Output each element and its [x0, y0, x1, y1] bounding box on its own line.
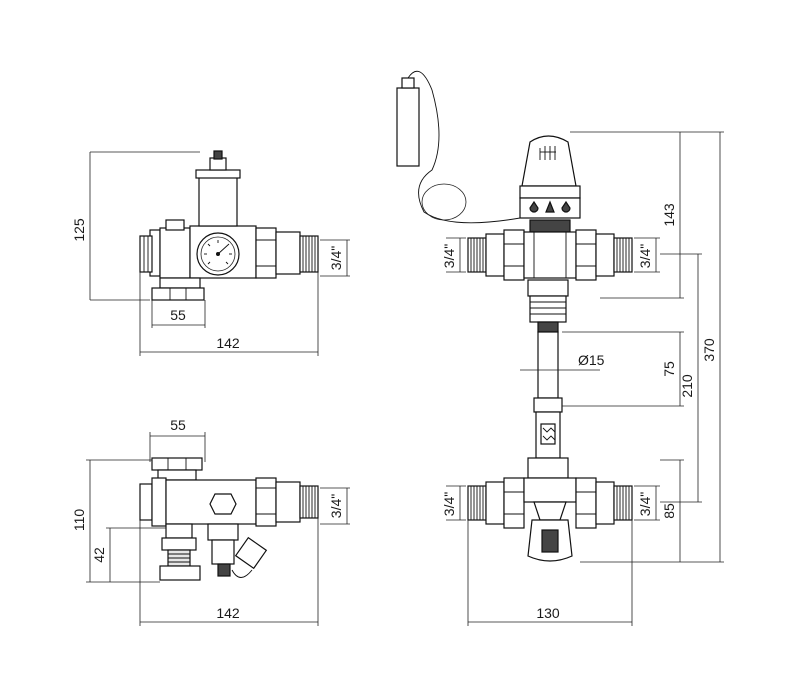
dim-110: 110	[71, 509, 87, 532]
thermostat-head-icon	[521, 135, 577, 187]
air-vent-cap	[195, 169, 241, 179]
tap-cap-icon	[234, 536, 268, 570]
capillary-coil	[421, 183, 467, 221]
dim-thread-top-left: 3/4"	[328, 246, 344, 270]
left-nut-b	[139, 483, 153, 521]
capillary-tube	[407, 70, 521, 224]
thermostat-nut	[529, 219, 571, 233]
bottom-valve-body	[523, 477, 577, 503]
dim-42: 42	[91, 547, 107, 563]
hex-plug-icon	[209, 493, 237, 515]
pipe-d15	[537, 331, 559, 399]
right-coupling-b	[275, 481, 301, 523]
dim-thread-bottom-left-r: 3/4"	[441, 492, 457, 516]
tap-neck	[207, 523, 239, 541]
dim-130: 130	[536, 605, 560, 621]
dim-55-top: 55	[170, 307, 186, 323]
dim-thread-top-left-r: 3/4"	[441, 244, 457, 268]
bottom-left-coupling	[485, 481, 505, 525]
tap-body	[211, 539, 235, 565]
hot-drop-icon	[561, 200, 571, 213]
right-nut	[255, 227, 277, 279]
tap-outlet	[217, 563, 231, 577]
column-thread	[537, 321, 559, 333]
left-cap-b	[151, 477, 167, 527]
dim-143: 143	[661, 203, 677, 227]
sensor-probe	[396, 87, 420, 167]
top-left-nut	[503, 229, 525, 281]
right-coupling	[275, 231, 301, 275]
bottom-left-view: 55 110 42 142 3/4"	[71, 417, 350, 626]
thermostat-ring	[519, 185, 581, 199]
bottom-right-nut	[575, 477, 597, 529]
air-vent-knob	[213, 150, 223, 160]
flow-window-icon	[540, 423, 556, 445]
cold-drop-icon	[529, 200, 539, 213]
top-left-coupling	[485, 233, 505, 277]
cap-chain	[231, 569, 253, 578]
bottom-nut	[151, 287, 205, 301]
dim-75: 75	[661, 361, 677, 377]
bottom-right-coupling	[595, 481, 615, 525]
right-view: 3/4" 3/4" 3/4" 3/4" Ø15 143 75 210	[396, 70, 724, 626]
valve-top	[165, 219, 185, 231]
drain-outlet	[159, 565, 201, 581]
dim-thread-top-right-r: 3/4"	[637, 244, 653, 268]
dim-thread-bottom-left: 3/4"	[328, 494, 344, 518]
dim-210: 210	[679, 374, 695, 398]
left-nut	[139, 235, 153, 273]
bypass-handle-grip	[541, 529, 559, 553]
bottom-left-nut	[503, 477, 525, 529]
dim-125: 125	[71, 218, 87, 242]
sensor-tip	[401, 77, 415, 89]
bottom-neck	[159, 277, 201, 289]
column-nut-1	[527, 279, 569, 297]
top-right-nut	[575, 229, 597, 281]
column-nut-2	[533, 397, 563, 413]
top-left-view: 125 55 142 3/4"	[71, 150, 350, 356]
bypass-neck	[533, 501, 567, 521]
air-vent-top	[209, 157, 227, 171]
dim-thread-bottom-right-r: 3/4"	[637, 492, 653, 516]
dim-55-bottom: 55	[170, 417, 186, 433]
valve-body	[159, 227, 191, 279]
dim-142-bottom: 142	[216, 605, 240, 621]
manifold-body	[165, 479, 257, 525]
right-nut-b	[255, 477, 277, 527]
top-nut	[151, 457, 203, 471]
air-vent-body	[198, 175, 238, 227]
dim-370: 370	[701, 338, 717, 362]
top-right-coupling	[595, 233, 615, 277]
indicator-arrow-icon	[545, 200, 555, 213]
top-valve-body	[523, 231, 577, 279]
dim-85: 85	[661, 503, 677, 519]
dim-d15: Ø15	[578, 352, 605, 368]
column-union	[529, 295, 567, 323]
drain-neck	[165, 523, 193, 539]
drain-nut	[161, 537, 197, 551]
column-nut-3	[527, 457, 569, 479]
dim-142-top: 142	[216, 335, 240, 351]
